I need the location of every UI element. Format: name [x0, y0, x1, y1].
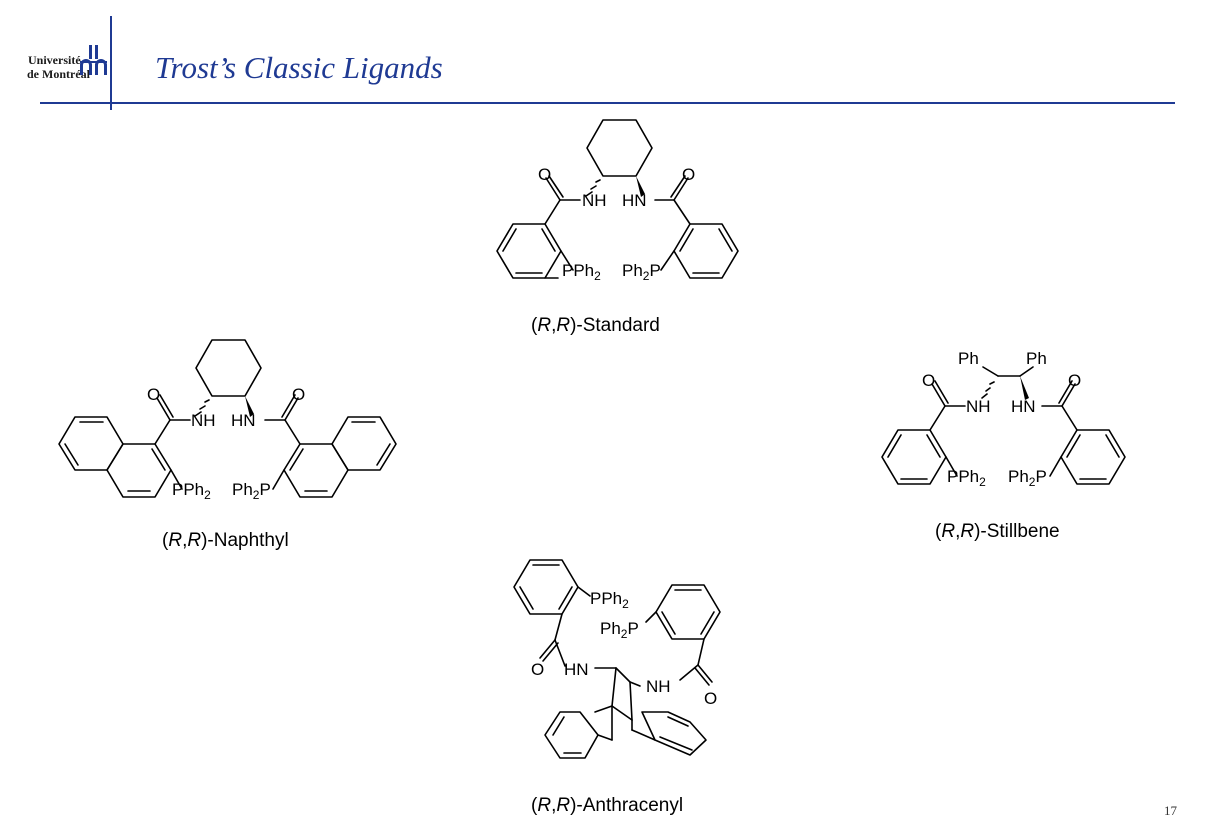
nap-o-left: O: [147, 385, 160, 404]
stilbene-ligand: Ph Ph O NH HN O PPh2 Ph2P: [881, 349, 1126, 489]
nap-ph2p-right: Ph2P: [232, 480, 271, 502]
ant-hn-left: HN: [564, 660, 589, 679]
sti-nh-left: NH: [966, 397, 991, 416]
sti-ph-right: Ph: [1026, 349, 1047, 368]
caption-stilbene: (R,R)-Stillbene: [935, 521, 1060, 542]
slide-title: Trost’s Classic Ligands: [155, 50, 443, 85]
caption-anthracenyl: (R,R)-Anthracenyl: [531, 795, 684, 816]
ant-o-left: O: [531, 660, 544, 679]
ant-o-right: O: [704, 689, 717, 708]
sti-o-left: O: [922, 371, 935, 390]
naphthyl-ligand: O NH HN O PPh2 Ph2P: [58, 339, 397, 502]
nap-nh-left: NH: [191, 411, 216, 430]
header-horizontal-rule: [40, 102, 1175, 104]
std-nh-right: HN: [622, 191, 647, 210]
nap-pph2-left: PPh2: [172, 480, 211, 502]
sti-o-right: O: [1068, 371, 1081, 390]
udem-emblem-icon: [80, 45, 107, 75]
std-ph2p-right: Ph2P: [622, 261, 661, 283]
page-number: 17: [1164, 803, 1177, 818]
sti-ph-left: Ph: [958, 349, 979, 368]
caption-naphthyl: (R,R)-Naphthyl: [162, 530, 289, 551]
caption-standard: (R,R)-Standard: [531, 315, 660, 336]
university-logo: Université de Montréal: [14, 42, 109, 82]
standard-ligand: O NH HN O PPh2 Ph2P: [496, 119, 739, 283]
nap-o-right: O: [292, 385, 305, 404]
sti-nh-right: HN: [1011, 397, 1036, 416]
logo-line-1: Université: [28, 53, 81, 67]
std-nh-left: NH: [582, 191, 607, 210]
ant-pph2-top: PPh2: [590, 589, 629, 611]
header-vertical-rule: [110, 16, 112, 110]
std-pph2-left: PPh2: [562, 261, 601, 283]
logo-line-2: de Montréal: [27, 67, 90, 81]
sti-pph2-left: PPh2: [947, 467, 986, 489]
std-o-right: O: [682, 165, 695, 184]
ant-nh-right: NH: [646, 677, 671, 696]
anthracenyl-ligand: PPh2 Ph2P O HN NH O: [513, 559, 721, 759]
nap-nh-right: HN: [231, 411, 256, 430]
ant-ph2p-mid: Ph2P: [600, 619, 639, 641]
std-o-left: O: [538, 165, 551, 184]
sti-ph2p-right: Ph2P: [1008, 467, 1047, 489]
